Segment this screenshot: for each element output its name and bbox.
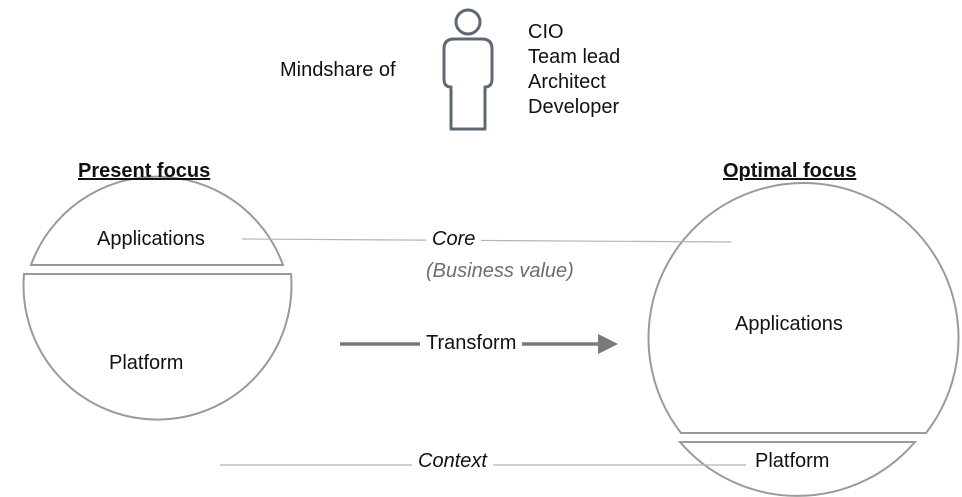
role-item: Architect bbox=[528, 71, 606, 93]
optimal-focus-heading: Optimal focus bbox=[723, 160, 857, 182]
present-focus-heading: Present focus bbox=[78, 160, 211, 182]
present-platform-segment bbox=[22, 273, 293, 421]
person-icon bbox=[442, 8, 494, 131]
business-value-label: (Business value) bbox=[426, 260, 574, 282]
optimal-platform-segment bbox=[677, 441, 918, 497]
mindshare-label: Mindshare of bbox=[280, 59, 396, 81]
roles-list: CIO Team lead Architect Developer bbox=[528, 20, 620, 120]
role-item: CIO bbox=[528, 21, 564, 43]
role-item: Developer bbox=[528, 96, 620, 118]
core-connector-line bbox=[241, 238, 732, 243]
context-label: Context bbox=[412, 449, 493, 474]
optimal-platform-label: Platform bbox=[755, 450, 830, 472]
transform-label: Transform bbox=[420, 331, 523, 356]
optimal-applications-segment bbox=[647, 182, 960, 434]
present-platform-label: Platform bbox=[109, 352, 184, 374]
present-applications-label: Applications bbox=[97, 228, 205, 250]
present-applications-segment bbox=[29, 175, 285, 266]
role-item: Team lead bbox=[528, 46, 621, 68]
optimal-applications-label: Applications bbox=[735, 313, 843, 335]
core-label: Core bbox=[426, 227, 482, 252]
